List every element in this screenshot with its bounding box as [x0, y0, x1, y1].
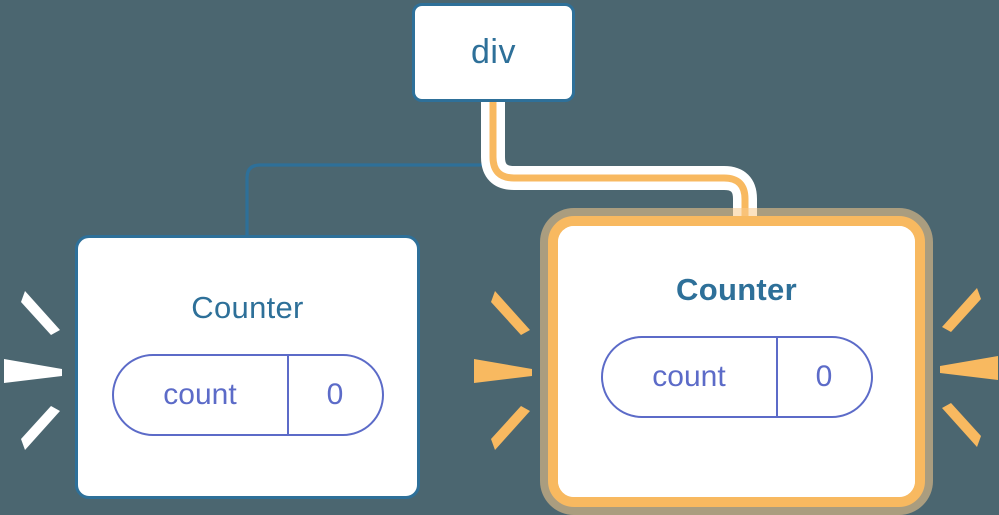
state-pill-count-left[interactable]: count 0: [111, 354, 384, 436]
state-value-label: 0: [286, 356, 382, 434]
node-counter-left-label: Counter: [191, 290, 304, 325]
edge-root-to-counter-left: [245, 99, 495, 240]
edge-root-to-counter-right: [489, 101, 749, 222]
edge-root-to-counter-right-halo: [481, 101, 757, 222]
node-counter-right-inner: Counter count 0: [558, 226, 915, 497]
node-div-label: div: [471, 33, 516, 71]
state-key-label: count: [163, 378, 237, 411]
node-counter-right[interactable]: Counter count 0: [548, 216, 925, 507]
node-counter-right-label: Counter: [676, 272, 797, 307]
node-div[interactable]: div: [412, 3, 575, 102]
state-key-label: count: [652, 360, 726, 393]
node-counter-left[interactable]: Counter count 0: [75, 235, 420, 499]
state-pill-count-right[interactable]: count 0: [600, 336, 873, 418]
state-value-label: 0: [775, 338, 871, 416]
